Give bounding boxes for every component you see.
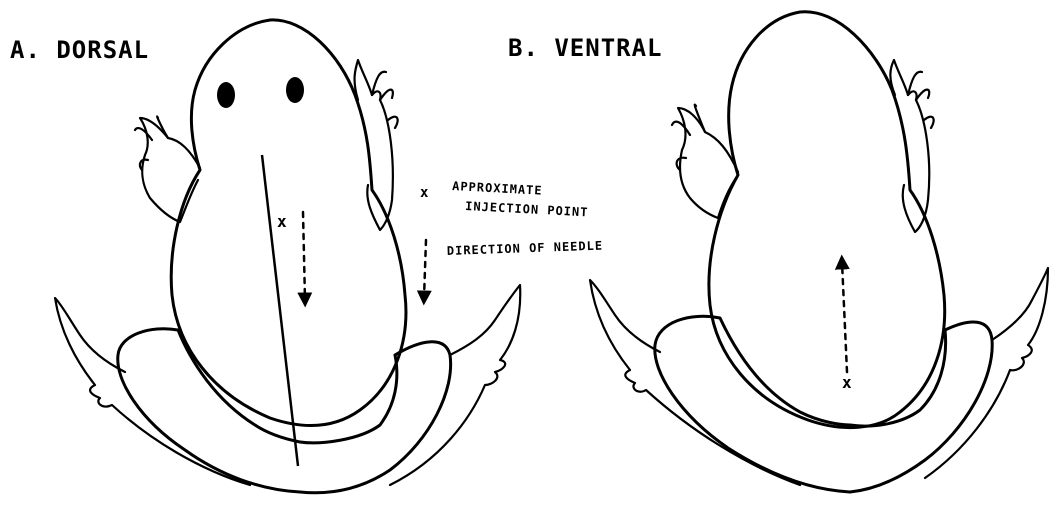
- ventral-right-toes: [908, 72, 934, 128]
- dorsal-panel: A. DORSAL x: [10, 20, 520, 493]
- dorsal-right-toes: [372, 72, 398, 128]
- legend-arrow-symbol: [424, 240, 426, 298]
- dorsal-left-toes: [135, 116, 168, 170]
- dorsal-injection-marker: x: [277, 212, 288, 231]
- dorsal-body-outline: [171, 20, 406, 426]
- dorsal-left-hind-leg: [118, 329, 300, 492]
- dorsal-label: A. DORSAL: [10, 36, 149, 64]
- ventral-label: B. VENTRAL: [508, 34, 663, 62]
- dorsal-needle-arrow: [303, 212, 305, 300]
- dorsal-left-eye: [217, 82, 235, 108]
- legend-injection-line1: APPROXIMATE: [452, 179, 543, 198]
- dorsal-right-hind-leg: [300, 342, 451, 493]
- ventral-needle-arrow: [842, 262, 847, 372]
- ventral-left-foot: [590, 280, 800, 485]
- legend-arrow-text: DIRECTION OF NEEDLE: [447, 239, 604, 258]
- dorsal-right-foot: [390, 285, 520, 485]
- ventral-injection-marker: x: [842, 373, 853, 392]
- dorsal-left-foot: [55, 298, 250, 485]
- legend-x-marker: x: [420, 185, 429, 201]
- legend-injection-line2: INJECTION POINT: [465, 199, 589, 219]
- ventral-right-hind-leg: [850, 322, 992, 492]
- dorsal-right-eye: [286, 77, 304, 103]
- ventral-left-hind-leg: [655, 316, 850, 492]
- ventral-left-toes: [672, 105, 705, 170]
- dorsal-midline: [262, 155, 298, 466]
- legend: x APPROXIMATE INJECTION POINT DIRECTION …: [420, 179, 603, 298]
